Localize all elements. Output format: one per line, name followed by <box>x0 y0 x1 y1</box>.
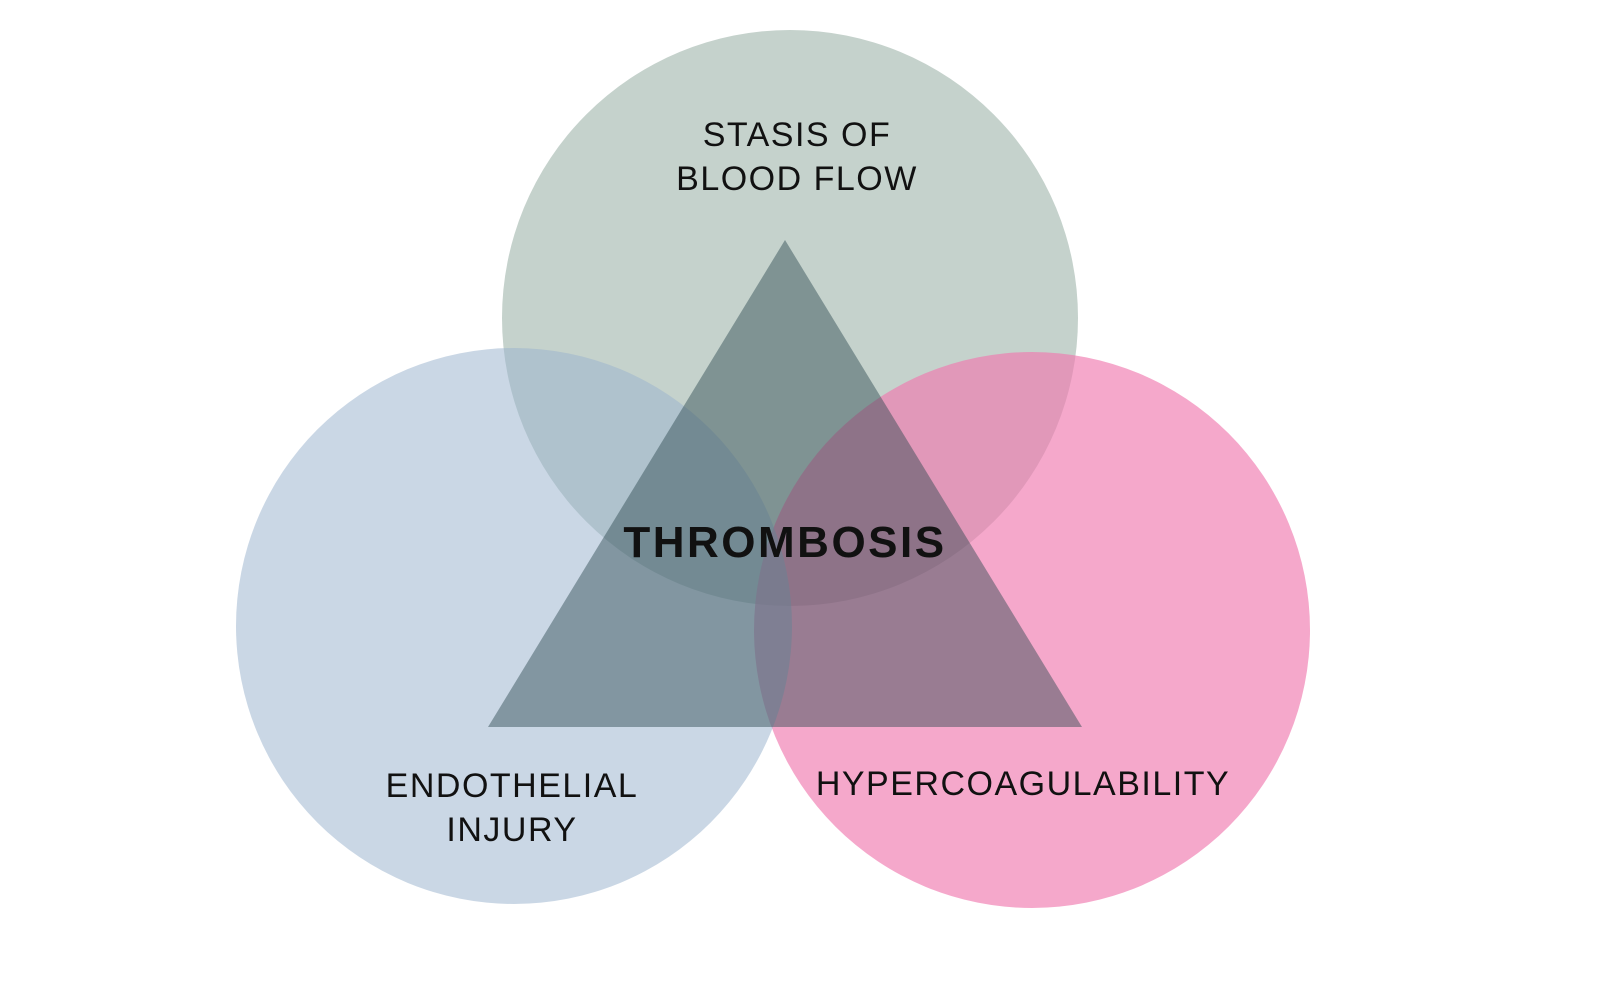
endothelial-label-line2: INJURY <box>446 811 577 849</box>
stasis-label-line1: STASIS OF <box>703 116 892 154</box>
endothelial-circle <box>236 348 792 904</box>
endothelial-label-line1: ENDOTHELIAL <box>386 767 639 805</box>
hypercoagulability-circle <box>754 352 1310 908</box>
thrombosis-label: THROMBOSIS <box>623 518 946 567</box>
thrombosis-triangle <box>488 240 1082 727</box>
hypercoagulability-label: HYPERCOAGULABILITY <box>816 765 1230 803</box>
stasis-label-line2: BLOOD FLOW <box>676 160 918 198</box>
